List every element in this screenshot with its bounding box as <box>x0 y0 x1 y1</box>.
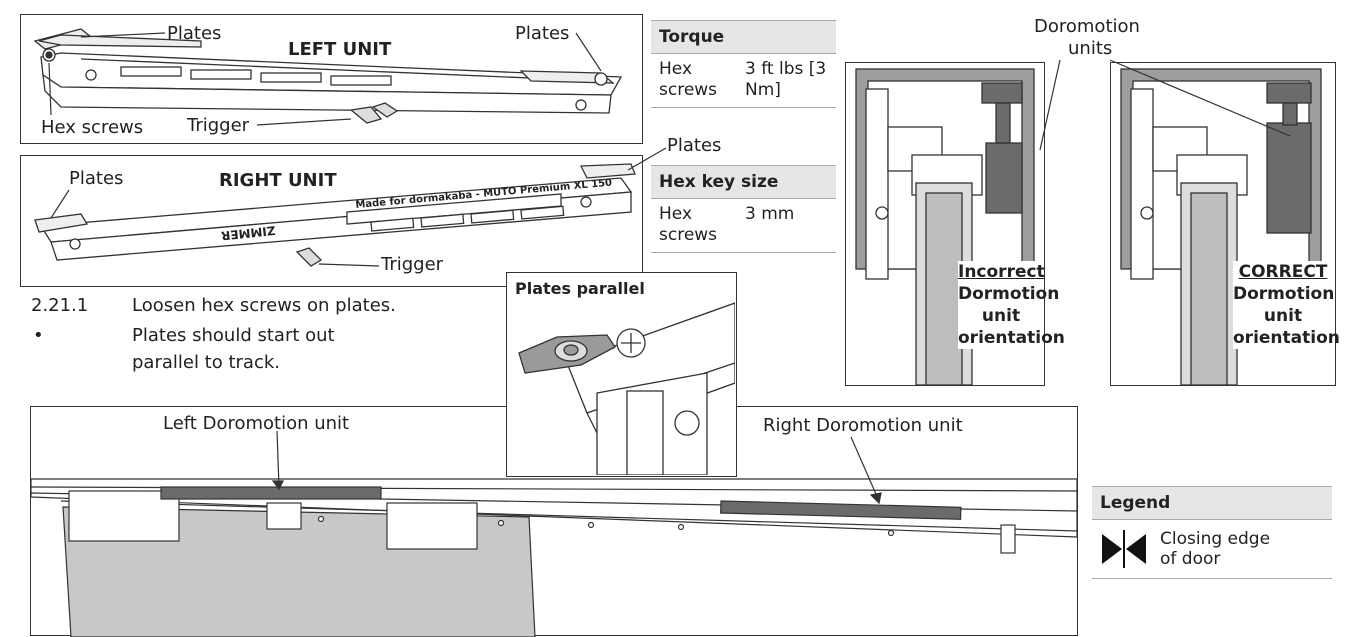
incorrect-orientation-drawing <box>855 68 1035 385</box>
correct-orientation-panel: CORRECT Dormotion unit orientation <box>1110 62 1340 386</box>
plates-parallel-title: Plates parallel <box>515 279 645 298</box>
legend-header: Legend <box>1092 486 1332 520</box>
right-unit-drawing <box>34 163 636 267</box>
hex-key-row-value: 3 mm <box>745 204 795 224</box>
left-unit-trigger-label: Trigger <box>187 115 250 136</box>
incorrect-caption-l3: unit <box>981 306 1021 327</box>
legend-item-line1: Closing edge <box>1160 528 1271 549</box>
left-doromotion-label: Left Doromotion unit <box>163 413 350 434</box>
right-unit-figure: Made for dormakaba - MUTO Premium XL 150… <box>20 155 643 287</box>
plates-right-leader <box>627 147 667 171</box>
right-unit-plates-right-label: Plates <box>667 135 722 156</box>
incorrect-caption-l1: Incorrect <box>958 262 1045 282</box>
step-bullet: • <box>33 325 44 346</box>
left-unit-drawing <box>33 28 623 124</box>
hex-key-row-label: Hex screws <box>659 204 718 246</box>
correct-caption-l1: CORRECT <box>1238 262 1328 282</box>
track-drawing <box>31 430 1077 637</box>
incorrect-caption: Incorrect Dormotion unit orientation <box>958 261 1065 350</box>
left-unit-title: LEFT UNIT <box>288 39 392 60</box>
step-note-line2: parallel to track. <box>132 352 281 373</box>
incorrect-orientation-panel: Incorrect Dormotion unit orientation <box>845 62 1065 386</box>
legend-item-line2: of door <box>1160 549 1221 569</box>
correct-caption: CORRECT Dormotion unit orientation <box>1233 261 1340 350</box>
closing-edge-symbol-icon <box>1102 530 1146 568</box>
hex-key-table-header: Hex key size <box>651 165 836 199</box>
left-unit-figure: Plates LEFT UNIT Plates Hex screws Trigg… <box>20 14 643 144</box>
correct-caption-l2: Dormotion <box>1233 284 1335 305</box>
step-number: 2.21.1 <box>31 295 89 316</box>
step-text: Loosen hex screws on plates. <box>132 295 396 316</box>
left-unit-hex-screws-label: Hex screws <box>41 117 144 138</box>
right-unit-title: RIGHT UNIT <box>219 170 337 191</box>
correct-caption-l4: orientation <box>1233 328 1340 349</box>
left-unit-leader-lines <box>48 32 602 126</box>
hex-key-table: Hex key size Hex screws 3 mm <box>651 165 836 253</box>
legend-row: Closing edge of door <box>1092 520 1332 579</box>
torque-row-value: 3 ft lbs [3 Nm] <box>745 59 827 101</box>
torque-table-header: Torque <box>651 20 836 54</box>
incorrect-caption-l2: Dormotion <box>958 284 1060 305</box>
left-unit-plates-right-label: Plates <box>515 23 570 44</box>
torque-table: Torque Hex screws 3 ft lbs [3 Nm] <box>651 20 836 108</box>
doromotion-callout-line1: Doromotion <box>1034 16 1140 37</box>
correct-caption-l3: unit <box>1263 306 1303 327</box>
hex-key-table-row: Hex screws 3 mm <box>651 199 836 253</box>
torque-row-label: Hex screws <box>659 59 718 101</box>
legend-table: Legend Closing edge of door <box>1092 486 1332 579</box>
torque-table-row: Hex screws 3 ft lbs [3 Nm] <box>651 54 836 108</box>
right-unit-plates-left-label: Plates <box>69 168 124 189</box>
right-doromotion-label: Right Doromotion unit <box>763 415 963 436</box>
left-unit-plates-left-label: Plates <box>167 23 222 44</box>
step-note-line1: Plates should start out <box>132 325 335 346</box>
plates-parallel-drawing <box>518 302 735 475</box>
plates-parallel-inset: Plates parallel <box>506 272 737 477</box>
right-unit-trigger-label: Trigger <box>381 254 444 275</box>
incorrect-caption-l4: orientation <box>958 328 1065 349</box>
right-unit-leader-lines <box>50 189 380 267</box>
doromotion-callout-line2: units <box>1068 38 1113 59</box>
